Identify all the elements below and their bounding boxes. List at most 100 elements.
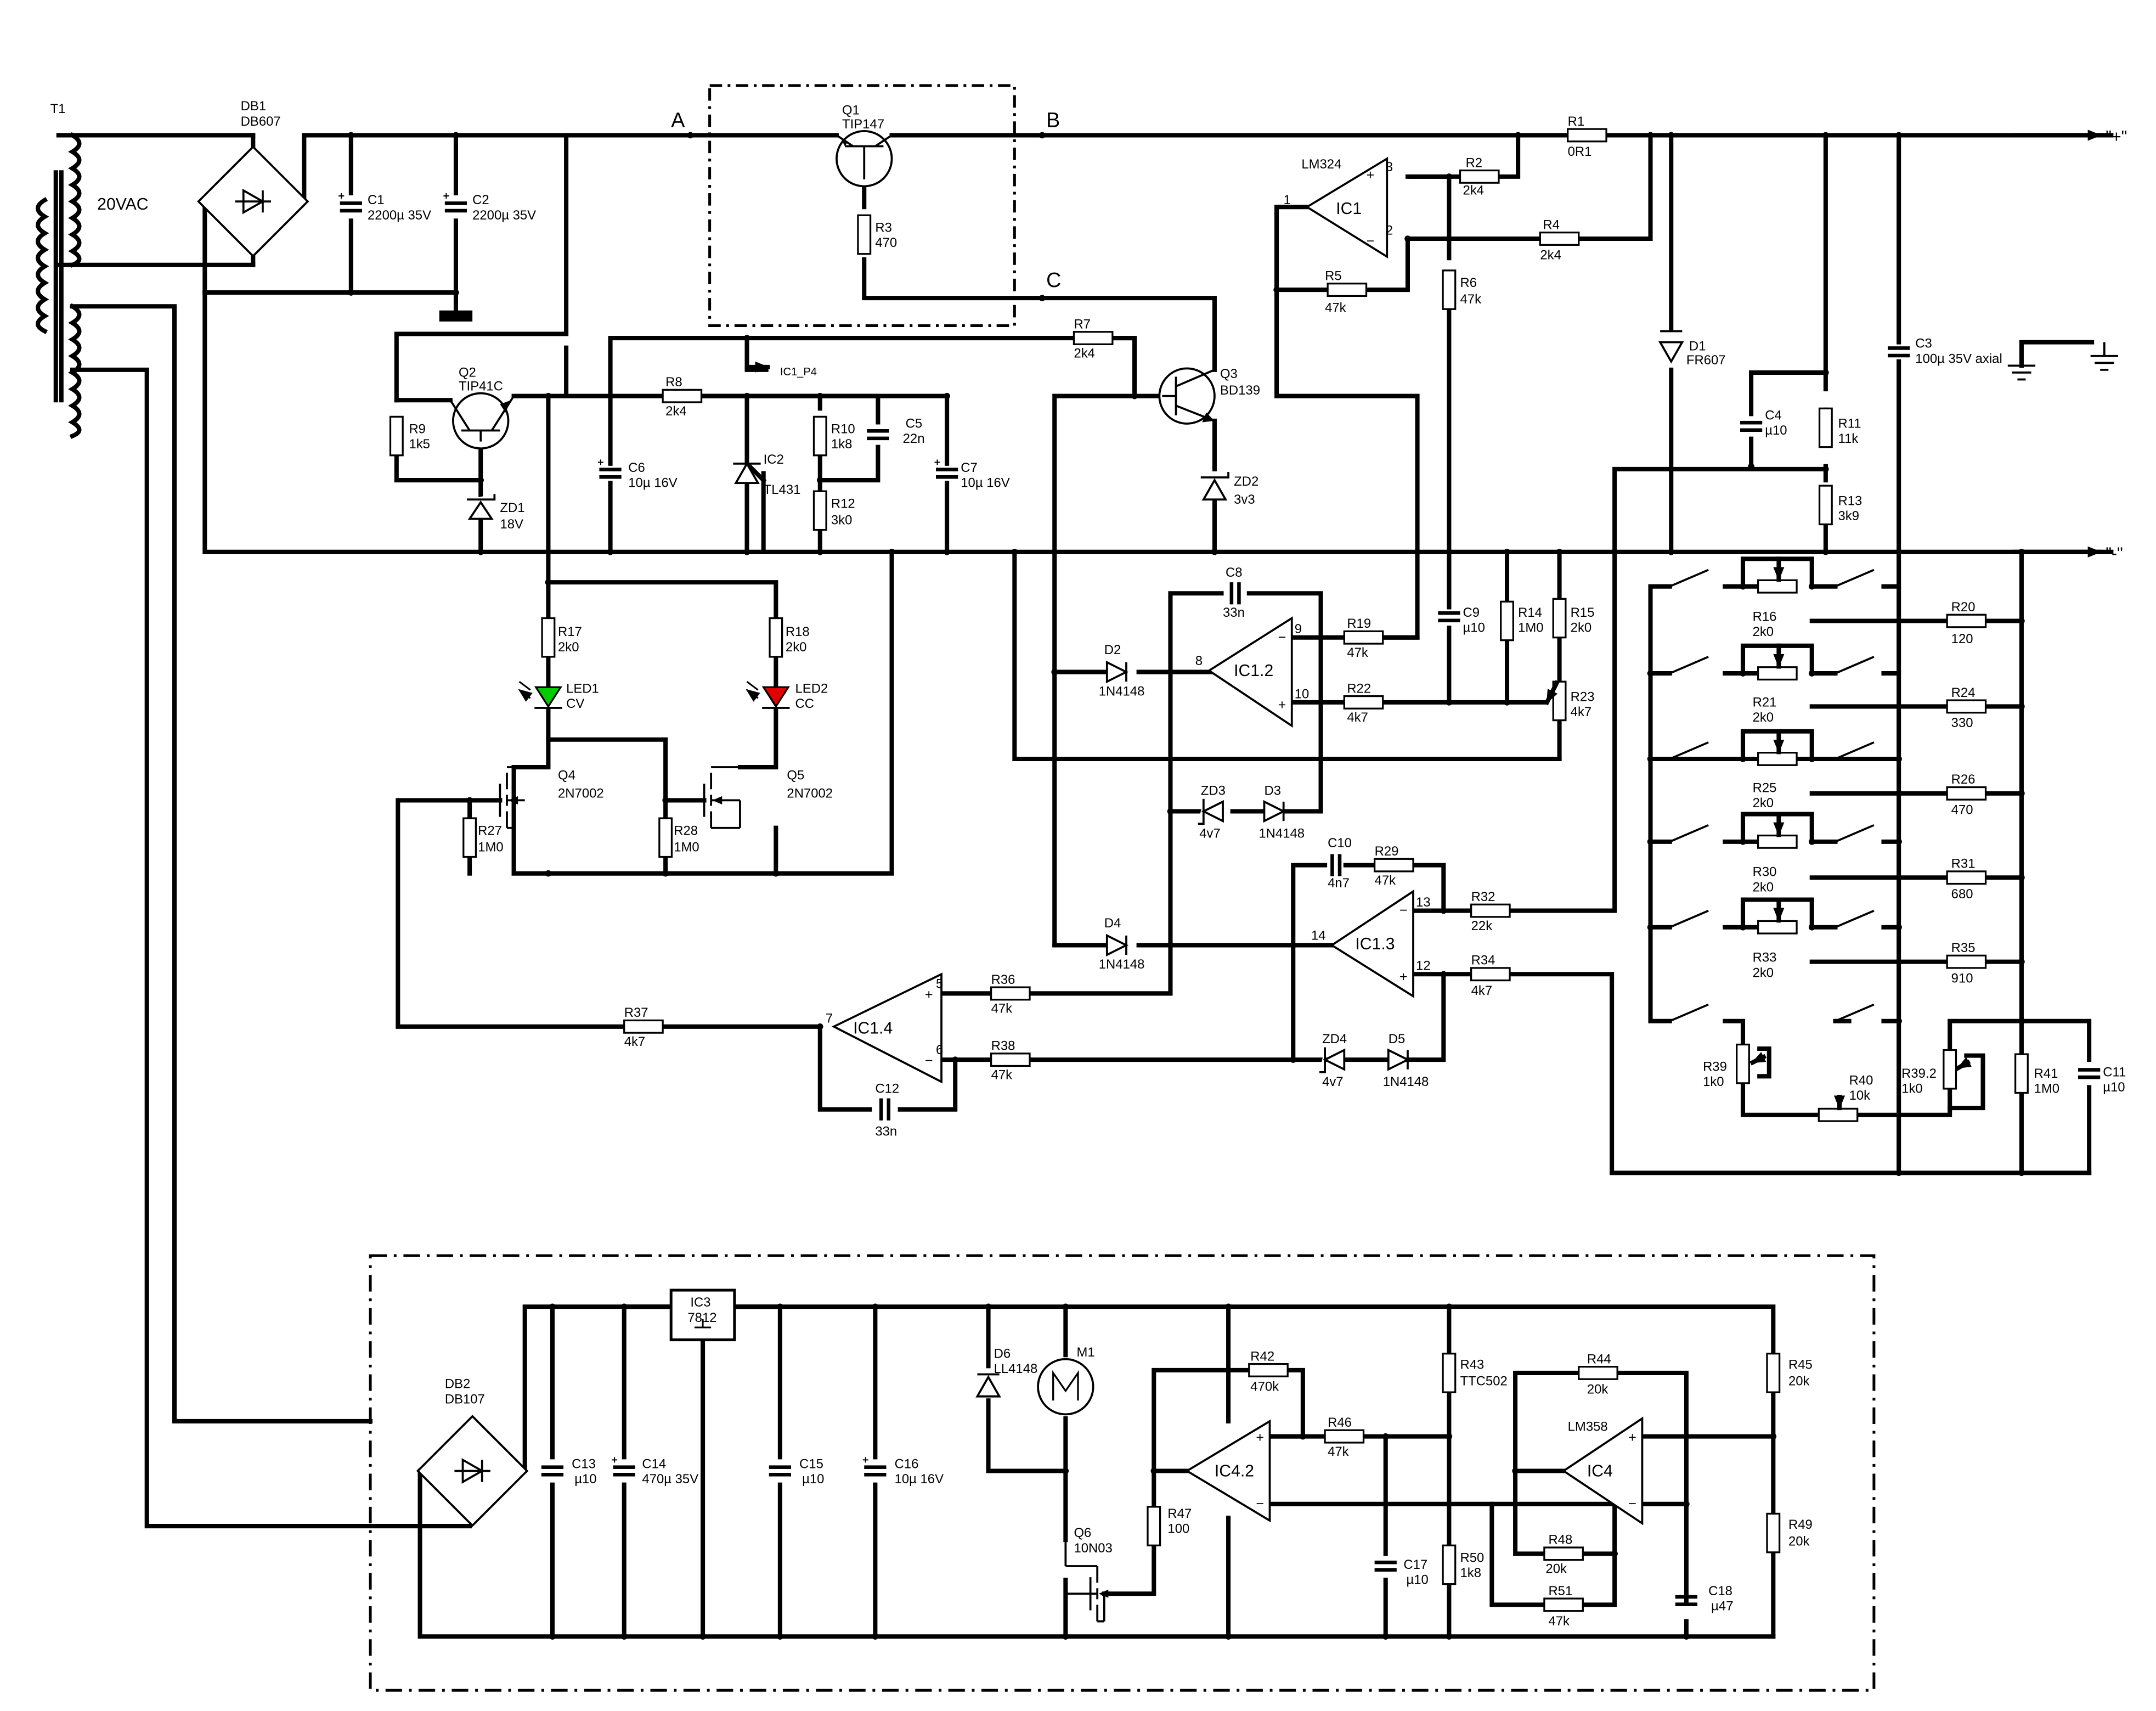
r21-name: R21: [1753, 695, 1777, 710]
r14-value: 1M0: [1518, 621, 1543, 635]
r44-name: R44: [1587, 1352, 1611, 1366]
r19-value: 47k: [1347, 645, 1368, 660]
opamp-ic1-4: [831, 972, 942, 1084]
pass-transistor-module-box: [708, 84, 1016, 327]
regulator-ic3: [669, 1288, 736, 1342]
r19-name: R19: [1347, 616, 1371, 631]
pin-label: 3: [1386, 160, 1393, 175]
q2-name: Q2: [459, 365, 476, 380]
pin-label: 9: [1295, 622, 1302, 637]
r35-name: R35: [1951, 941, 1976, 955]
pin-label: 2: [1386, 223, 1393, 238]
r37-value: 4k7: [624, 1034, 646, 1049]
r36-name: R36: [991, 972, 1015, 987]
fan-motor-m1: [1037, 1358, 1094, 1416]
r8-value: 2k4: [665, 404, 687, 419]
r1-name: R1: [1568, 114, 1585, 129]
ic3-value: 7812: [687, 1310, 716, 1325]
ic2-value: TL431: [764, 482, 801, 497]
ground-symbols: [2007, 342, 2118, 381]
ic1-2-name: IC1.2: [1234, 662, 1273, 680]
q3-name: Q3: [1220, 367, 1238, 381]
r46-name: R46: [1328, 1415, 1352, 1430]
r27-name: R27: [478, 823, 502, 838]
opamp-sign: +: [1628, 1430, 1636, 1445]
c1-name: C1: [368, 193, 385, 207]
ic1-3-name: IC1.3: [1355, 935, 1395, 953]
opamp-ic4: [1561, 1416, 1644, 1526]
c4-name: C4: [1765, 408, 1782, 423]
r40-value: 10k: [1849, 1088, 1871, 1103]
r20-name: R20: [1951, 600, 1976, 615]
c9-name: C9: [1463, 605, 1480, 620]
r42-name: R42: [1250, 1349, 1274, 1364]
q1-value: TIP147: [842, 117, 884, 132]
q3-value: BD139: [1220, 383, 1260, 398]
c4-value: µ10: [1765, 423, 1787, 438]
ic1-4-name: IC1.4: [853, 1019, 893, 1037]
r26-name: R26: [1951, 772, 1976, 787]
pin-label: 6: [936, 1043, 943, 1057]
d5-value: 1N4148: [1383, 1074, 1429, 1089]
c5-value: 22n: [903, 431, 925, 446]
r5-value: 47k: [1325, 300, 1346, 315]
q5-value: 2N7002: [787, 786, 833, 801]
d1-name: D1: [1689, 339, 1706, 354]
r40-name: R40: [1849, 1073, 1873, 1088]
r38-name: R38: [991, 1039, 1015, 1054]
r1-value: 0R1: [1568, 144, 1592, 159]
opamp-ic1: [1305, 156, 1389, 259]
d2-value: 1N4148: [1099, 684, 1145, 699]
r22-value: 4k7: [1347, 710, 1368, 725]
r39-2-value: 1k0: [1901, 1081, 1923, 1096]
c8-value: 33n: [1223, 605, 1245, 620]
r2-name: R2: [1466, 155, 1483, 170]
c13-name: C13: [572, 1456, 596, 1471]
c6-value: 10µ 16V: [628, 476, 678, 491]
node-c-label: C: [1046, 268, 1061, 291]
c11-name: C11: [2103, 1065, 2126, 1079]
zener-zd2: [1200, 471, 1229, 501]
r48-name: R48: [1548, 1533, 1572, 1547]
opamp-sign: +: [1399, 969, 1408, 984]
r30-value: 2k0: [1753, 880, 1774, 894]
r21-value: 2k0: [1753, 710, 1774, 725]
transistor-q1: [836, 130, 893, 188]
r15-value: 2k0: [1571, 621, 1592, 635]
r2-value: 2k4: [1463, 183, 1485, 198]
r51-name: R51: [1548, 1584, 1572, 1599]
c17-name: C17: [1403, 1557, 1427, 1572]
r25-value: 2k0: [1753, 796, 1774, 811]
led2-value: CC: [795, 696, 814, 711]
c7-name: C7: [961, 460, 978, 475]
r26-value: 470: [1951, 803, 1973, 818]
r9-value: 1k5: [409, 437, 430, 452]
transistor-q2: [449, 392, 515, 450]
d3-name: D3: [1264, 783, 1281, 798]
output-plus-label: "+": [2106, 128, 2127, 146]
r24-value: 330: [1951, 716, 1973, 730]
opamp-sign: −: [1399, 903, 1408, 918]
led-cv: [520, 682, 563, 709]
r12-value: 3k0: [831, 513, 853, 528]
db1-value: DB607: [241, 114, 281, 129]
r6-name: R6: [1460, 275, 1477, 290]
ac-voltage-label: 20VAC: [97, 195, 148, 213]
r14-name: R14: [1518, 605, 1542, 620]
zd2-value: 3v3: [1234, 492, 1255, 507]
r4-value: 2k4: [1540, 248, 1561, 263]
bridge-rectifier-db1: [197, 145, 309, 258]
ic1-name: IC1: [1336, 200, 1362, 218]
c3-value: 100µ 35V axial: [1915, 351, 2002, 366]
r49-value: 20k: [1788, 1534, 1810, 1549]
q5-name: Q5: [787, 768, 804, 783]
r17-name: R17: [558, 624, 582, 639]
r33-name: R33: [1753, 950, 1777, 965]
r43-value: TTC502: [1460, 1374, 1508, 1389]
r25-name: R25: [1753, 780, 1777, 795]
r35-value: 910: [1951, 971, 1973, 986]
output-minus-label: "-": [2106, 544, 2123, 562]
r20-value: 120: [1951, 632, 1973, 646]
labels: A B C "+" "-" IC1_P4 20VAC T1 DB1 DB607 …: [50, 99, 2127, 1629]
